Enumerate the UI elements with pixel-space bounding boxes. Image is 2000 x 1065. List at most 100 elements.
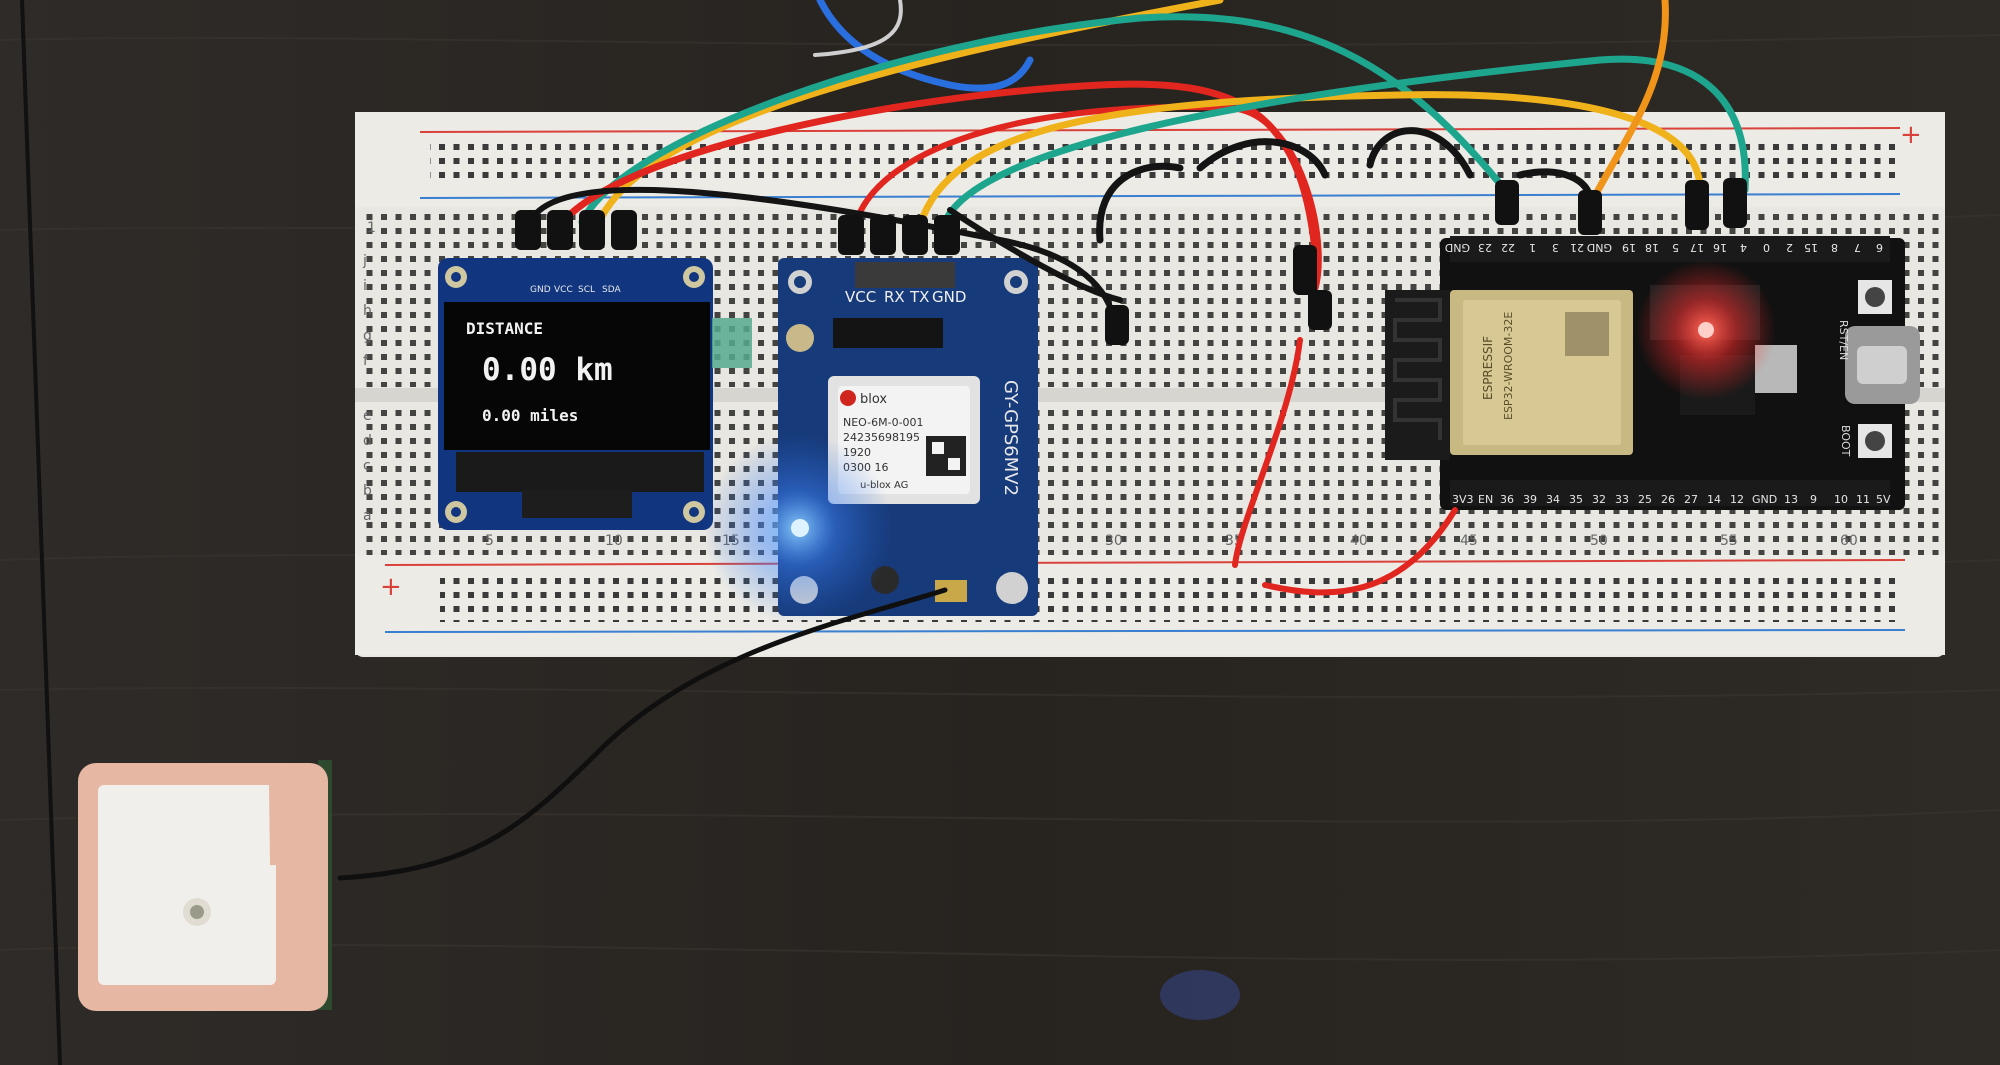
wire-connectors — [515, 178, 1747, 345]
boot-button-label: BOOT — [1839, 425, 1852, 457]
oled-screen — [444, 302, 710, 450]
wire-black-rail-1 — [1096, 162, 1184, 244]
esp32-bottom-pin: 27 — [1684, 493, 1698, 506]
column-number: 55 — [1720, 533, 1738, 549]
row-letter: i — [363, 278, 367, 294]
column-number: 45 — [1460, 533, 1478, 549]
gps-board-name: GY-GPS6MV2 — [1000, 380, 1021, 496]
esp32-bottom-pin: 34 — [1546, 493, 1560, 506]
esp32-bottom-pin: 10 — [1834, 493, 1848, 506]
esp32-module-brand: ESPRESSIF — [1481, 336, 1495, 400]
oled-km-value: 0.00 km — [482, 352, 613, 388]
oled-pin-label: SDA — [602, 285, 621, 295]
esp32-top-pin: 15 — [1804, 241, 1818, 254]
oled-miles-value: 0.00 miles — [482, 406, 578, 425]
wire-black-rail-3 — [1366, 127, 1474, 179]
esp32-bottom-pin: 35 — [1569, 493, 1583, 506]
jumper-wires — [337, 0, 1749, 881]
column-number: 10 — [605, 533, 623, 549]
esp32-top-pin: 0 — [1763, 241, 1770, 254]
column-number: 50 — [1590, 533, 1608, 549]
esp32-top-pin: 21 — [1570, 241, 1584, 254]
red-led-icon — [1698, 322, 1714, 338]
esp32-top-pin: GND — [1587, 241, 1612, 254]
esp32-top-pin: 5 — [1672, 241, 1679, 254]
esp32-top-pin: 3 — [1552, 241, 1559, 254]
wire-black-rail-2 — [1196, 138, 1329, 179]
esp32-top-pin: 1 — [1529, 241, 1536, 254]
table-reflection — [1160, 970, 1240, 1020]
wire-white-top — [813, 0, 903, 57]
esp32-top-pin: 22 — [1501, 241, 1515, 254]
esp32-bottom-pin-row — [1450, 480, 1890, 506]
row-letter: f — [363, 353, 369, 369]
row-letter: d — [363, 433, 372, 449]
esp32-top-pin: 2 — [1786, 241, 1793, 254]
column-number: 30 — [1105, 533, 1123, 549]
esp32-bottom-pin: 32 — [1592, 493, 1606, 506]
gps-pin-label: RX — [884, 288, 905, 306]
row-letter: e — [363, 408, 372, 424]
esp32-bottom-pin: 33 — [1615, 493, 1629, 506]
column-number: 1 — [367, 220, 376, 236]
reset-button-label: RST/EN — [1837, 320, 1850, 360]
esp32-bottom-pin: 11 — [1856, 493, 1870, 506]
oled-pin-label: SCL — [578, 285, 595, 295]
esp32-bottom-pin: 39 — [1523, 493, 1537, 506]
breadboard-row-letters: j i h g f e d c b a — [362, 253, 372, 524]
esp32-top-pin: 6 — [1876, 241, 1883, 254]
esp32-bottom-pin: GND — [1752, 493, 1777, 506]
wire-green-oled — [578, 13, 1509, 226]
gps-pin-label: TX — [909, 288, 929, 306]
gps-chip-brand: blox — [860, 392, 887, 407]
esp32-top-pin: 18 — [1645, 241, 1659, 254]
rail-plus-top: + — [1900, 120, 1922, 150]
esp32-top-pin: 16 — [1713, 241, 1727, 254]
esp32-top-pin: 8 — [1831, 241, 1838, 254]
wire-blue-top — [816, 0, 1034, 92]
esp32-module-name: ESP32-WROOM-32E — [1502, 312, 1515, 420]
row-letter: a — [363, 508, 372, 524]
esp32-bottom-pin: 14 — [1707, 493, 1721, 506]
wire-red-lower — [1232, 337, 1303, 568]
gps-chip-model: NEO-6M-0-001 — [843, 416, 924, 429]
wire-red-lower-2 — [1262, 507, 1458, 596]
rail-plus-bottom: + — [380, 572, 402, 602]
wire-black-gps — [947, 207, 1123, 303]
gps-chip-vendor: u-blox AG — [860, 480, 908, 491]
wire-yellow-gps — [916, 91, 1704, 229]
column-number: 60 — [1840, 533, 1858, 549]
esp32-bottom-pin: 13 — [1784, 493, 1798, 506]
gps-chip-serial: 24235698195 — [843, 431, 920, 444]
esp32-top-pin: 17 — [1690, 241, 1704, 254]
row-letter: c — [363, 458, 371, 474]
table-edge — [20, 0, 62, 1065]
column-number: 5 — [485, 533, 494, 549]
esp32-top-pin: 19 — [1622, 241, 1636, 254]
esp32-bottom-pin: 9 — [1810, 493, 1817, 506]
esp32-top-pin: 4 — [1740, 241, 1747, 254]
esp32-bottom-pin: 5V — [1876, 493, 1891, 506]
ufl-connector-icon — [935, 580, 967, 602]
blue-led-icon — [791, 519, 809, 537]
esp32-top-pin: 23 — [1478, 241, 1492, 254]
esp32-bottom-pin: 25 — [1638, 493, 1652, 506]
row-letter: g — [363, 328, 372, 344]
oled-display-module: GND VCC SCL SDA DISTANCE 0.00 km 0.00 mi… — [438, 258, 752, 530]
esp32-bottom-pin: 26 — [1661, 493, 1675, 506]
row-letter: j — [362, 253, 367, 269]
antenna-cable — [337, 587, 948, 881]
oled-distance-label: DISTANCE — [466, 319, 543, 338]
row-letter: b — [363, 483, 372, 499]
esp32-top-pin: 7 — [1854, 241, 1861, 254]
esp32-bottom-pin: EN — [1478, 493, 1493, 506]
column-number: 40 — [1350, 533, 1368, 549]
wire-orange-esp — [1586, 0, 1669, 209]
wire-green-gps — [941, 55, 1749, 226]
esp32-bottom-pin: 3V3 — [1452, 493, 1474, 506]
oled-pin-label: GND — [530, 285, 551, 295]
esp32-top-pin: GND — [1445, 241, 1470, 254]
gps-battery — [786, 324, 814, 352]
gps-ceramic-antenna — [78, 760, 332, 1011]
